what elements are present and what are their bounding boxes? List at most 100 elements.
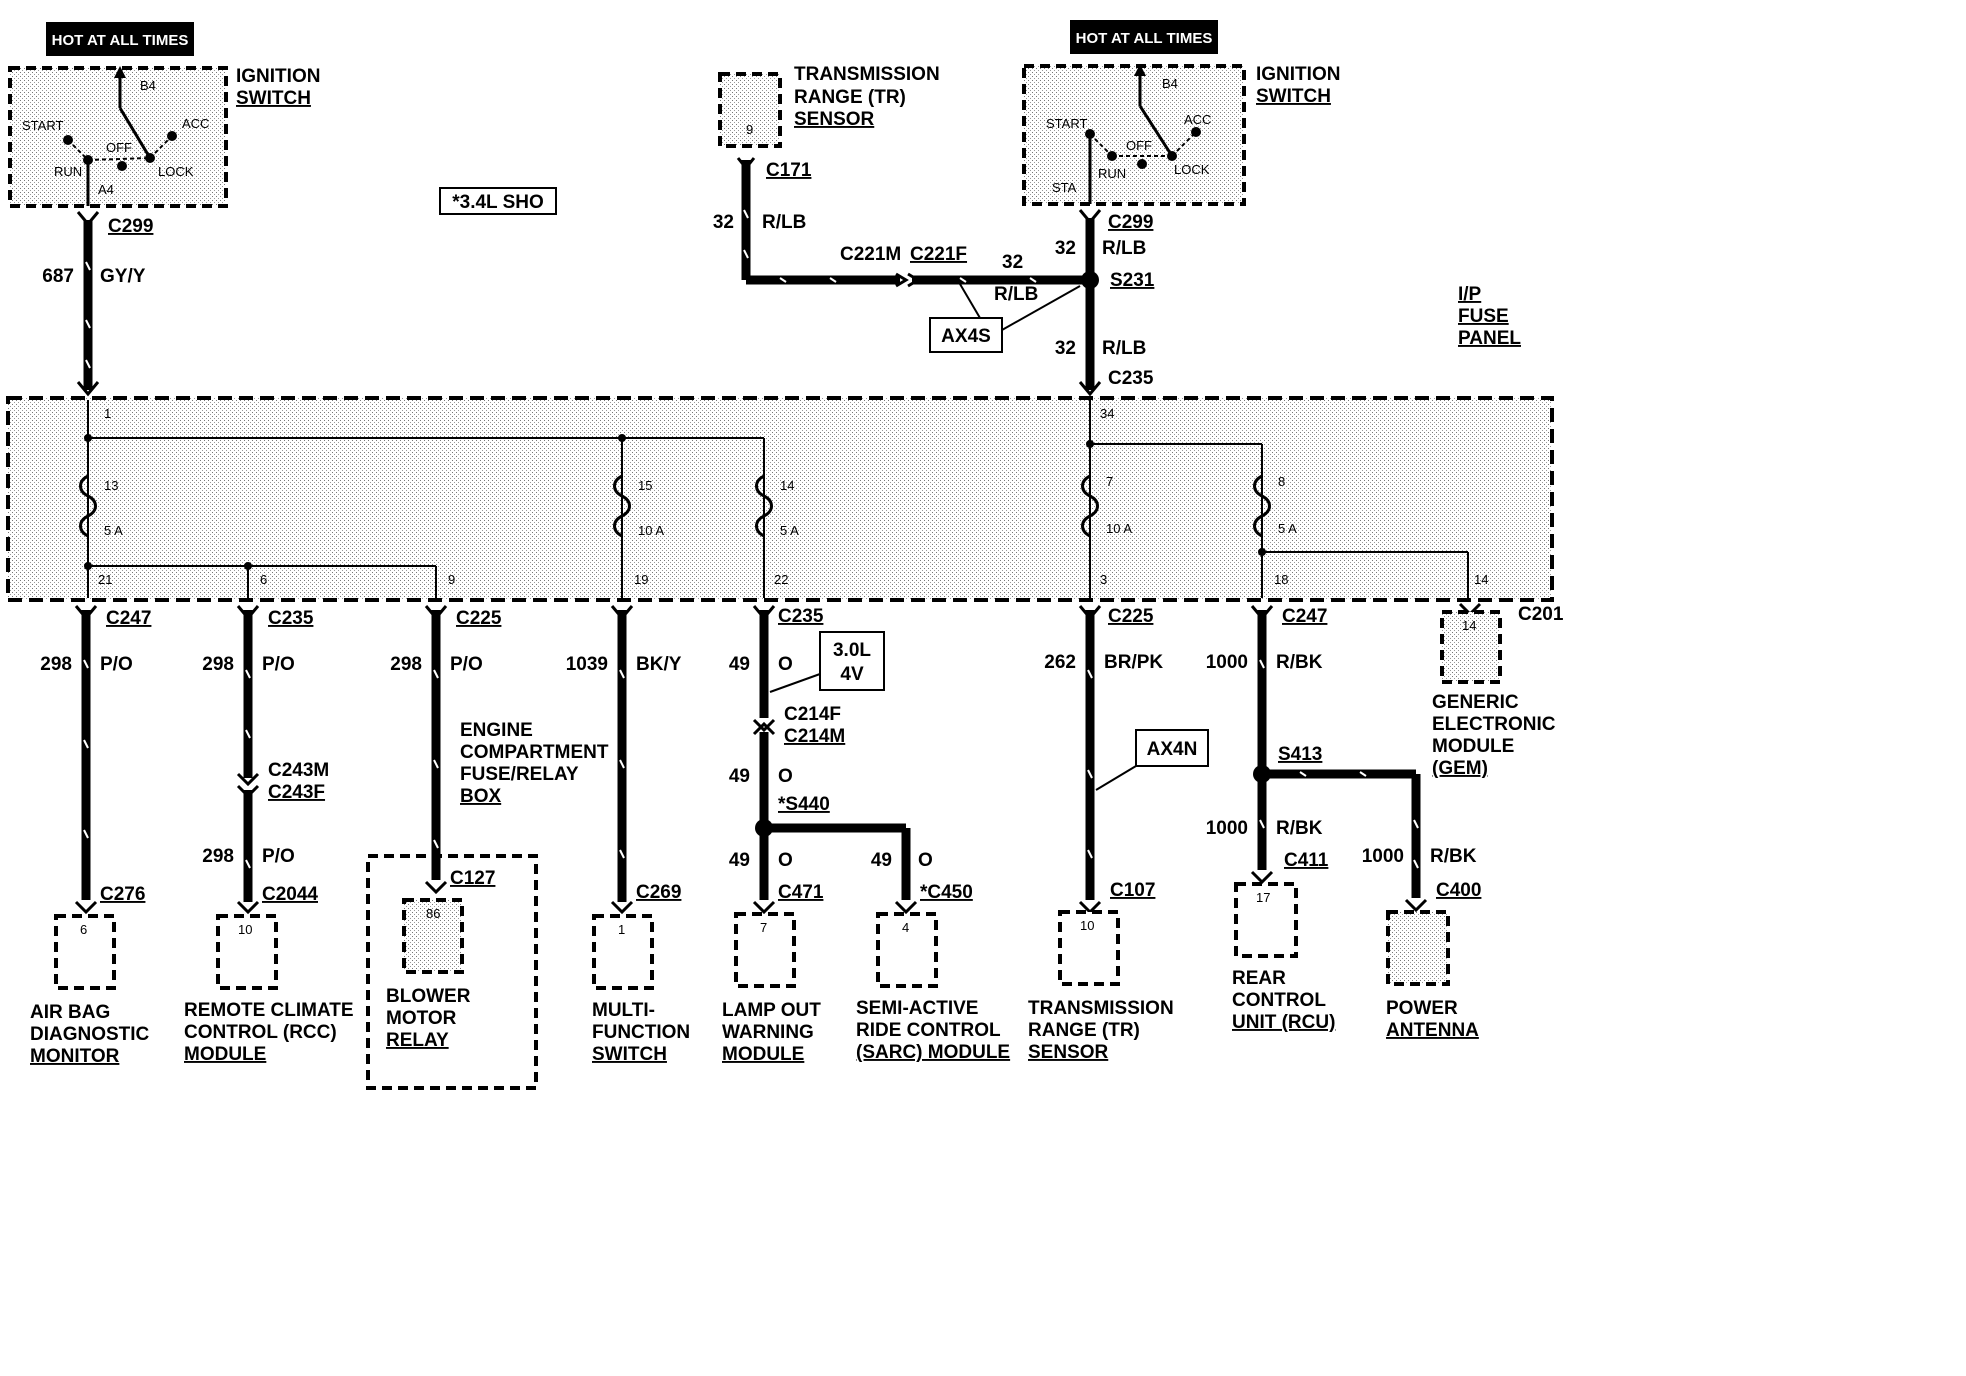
svg-text:1: 1 [104,406,111,421]
hot-label-left: HOT AT ALL TIMES [46,22,194,56]
svg-text:9: 9 [448,572,455,587]
svg-text:14: 14 [1474,572,1488,587]
svg-text:C276: C276 [100,884,145,905]
svg-text:C127: C127 [450,868,495,889]
svg-text:ACC: ACC [182,116,209,131]
svg-text:C201: C201 [1518,604,1564,625]
svg-text:TRANSMISSION: TRANSMISSION [1028,998,1174,1019]
fuse-panel-title: FUSE [1458,306,1509,327]
svg-text:R/BK: R/BK [1430,846,1477,867]
svg-text:MONITOR: MONITOR [30,1046,120,1067]
svg-text:MODULE: MODULE [184,1044,266,1065]
svg-text:LAMP OUT: LAMP OUT [722,1000,821,1021]
power-antenna [1386,910,1450,986]
svg-text:POWER: POWER [1386,998,1458,1019]
blower-relay: 86 [402,898,464,974]
circuit-labels: 687 GY/Y 32 R/LB 32 R/LB 32 R/LB 32 R/LB… [40,212,1476,871]
svg-text:49: 49 [729,766,750,787]
svg-text:C269: C269 [636,882,681,903]
svg-text:P/O: P/O [262,846,295,867]
svg-text:C171: C171 [766,160,812,181]
fuse-symbol [79,474,1271,538]
svg-text:O: O [918,850,933,871]
svg-text:SENSOR: SENSOR [1028,1042,1109,1063]
tr-sensor-top-title: TRANSMISSION [794,64,940,85]
ignition-title-right: SWITCH [1256,86,1331,107]
svg-text:C247: C247 [1282,606,1327,627]
lamp-out-module: 7 [734,912,796,988]
rcu-module: 17 [1234,882,1298,958]
svg-text:AX4S: AX4S [941,326,991,347]
svg-text:CONTROL: CONTROL [1232,990,1326,1011]
svg-text:1: 1 [618,922,625,937]
svg-text:C243M: C243M [268,760,329,781]
svg-text:RELAY: RELAY [386,1030,449,1051]
svg-text:86: 86 [426,906,440,921]
callout-ax4n: AX4N [1095,729,1209,791]
svg-text:298: 298 [202,654,234,675]
svg-text:ACC: ACC [1184,112,1211,127]
svg-text:RANGE (TR): RANGE (TR) [1028,1020,1140,1041]
svg-text:MULTI-: MULTI- [592,1000,655,1021]
svg-text:C299: C299 [108,216,153,237]
svg-text:3: 3 [1100,572,1107,587]
svg-text:C235: C235 [1108,368,1154,389]
svg-text:*S440: *S440 [778,794,830,815]
svg-text:C243F: C243F [268,782,325,803]
ignition-title-left: SWITCH [236,88,311,109]
svg-text:*3.4L SHO: *3.4L SHO [452,192,544,213]
svg-text:O: O [778,654,793,675]
callout-ax4s: AX4S [929,283,1081,353]
svg-text:21: 21 [98,572,112,587]
svg-text:MOTOR: MOTOR [386,1008,457,1029]
svg-text:10 A: 10 A [1106,521,1132,536]
gem-module: 14 [1440,610,1502,684]
svg-text:MODULE: MODULE [1432,736,1514,757]
svg-text:6: 6 [260,572,267,587]
engine-compartment-title: ENGINE COMPARTMENT FUSE/RELAY BOX [460,720,609,807]
sarc-module: 4 [876,912,938,988]
component-labels: AIR BAG DIAGNOSTIC MONITOR REMOTE CLIMAT… [30,968,1479,1067]
svg-text:OFF: OFF [1126,138,1152,153]
fuse-panel-bus [87,400,1469,598]
svg-text:13: 13 [104,478,118,493]
svg-text:FUNCTION: FUNCTION [592,1022,690,1043]
svg-text:7: 7 [760,920,767,935]
fuse-panel-dots [84,434,1266,570]
connector-markers [74,157,1482,915]
svg-text:C471: C471 [778,882,824,903]
svg-text:C247: C247 [106,608,151,629]
fuse-panel-title: PANEL [1458,328,1521,349]
ignition-title-right: IGNITION [1256,64,1340,85]
svg-text:BLOWER: BLOWER [386,986,471,1007]
svg-text:HOT AT ALL TIMES: HOT AT ALL TIMES [52,32,189,49]
svg-text:C400: C400 [1436,880,1481,901]
ignition-switch-right: START RUN OFF ACC LOCK B4 STA [1022,64,1246,206]
wire-ticks [83,209,1419,869]
svg-text:10: 10 [1080,918,1094,933]
svg-text:1000: 1000 [1206,818,1248,839]
svg-text:COMPARTMENT: COMPARTMENT [460,742,609,763]
svg-text:49: 49 [729,654,750,675]
svg-text:19: 19 [634,572,648,587]
svg-text:C299: C299 [1108,212,1153,233]
splice-s231 [1081,271,1099,289]
svg-text:REMOTE CLIMATE: REMOTE CLIMATE [184,1000,354,1021]
svg-text:(GEM): (GEM) [1432,758,1488,779]
svg-text:4V: 4V [840,664,864,685]
svg-text:5 A: 5 A [104,523,123,538]
svg-text:*C450: *C450 [920,882,973,903]
svg-text:C221M: C221M [840,244,901,265]
svg-text:LOCK: LOCK [158,164,194,179]
air-bag-module: 6 [54,914,116,990]
svg-text:GENERIC: GENERIC [1432,692,1519,713]
svg-text:S413: S413 [1278,744,1322,765]
svg-text:5 A: 5 A [780,523,799,538]
svg-text:O: O [778,766,793,787]
svg-text:298: 298 [202,846,234,867]
svg-text:C225: C225 [456,608,502,629]
svg-text:O: O [778,850,793,871]
svg-text:32: 32 [1055,338,1076,359]
svg-text:BOX: BOX [460,786,502,807]
svg-text:8: 8 [1278,474,1285,489]
